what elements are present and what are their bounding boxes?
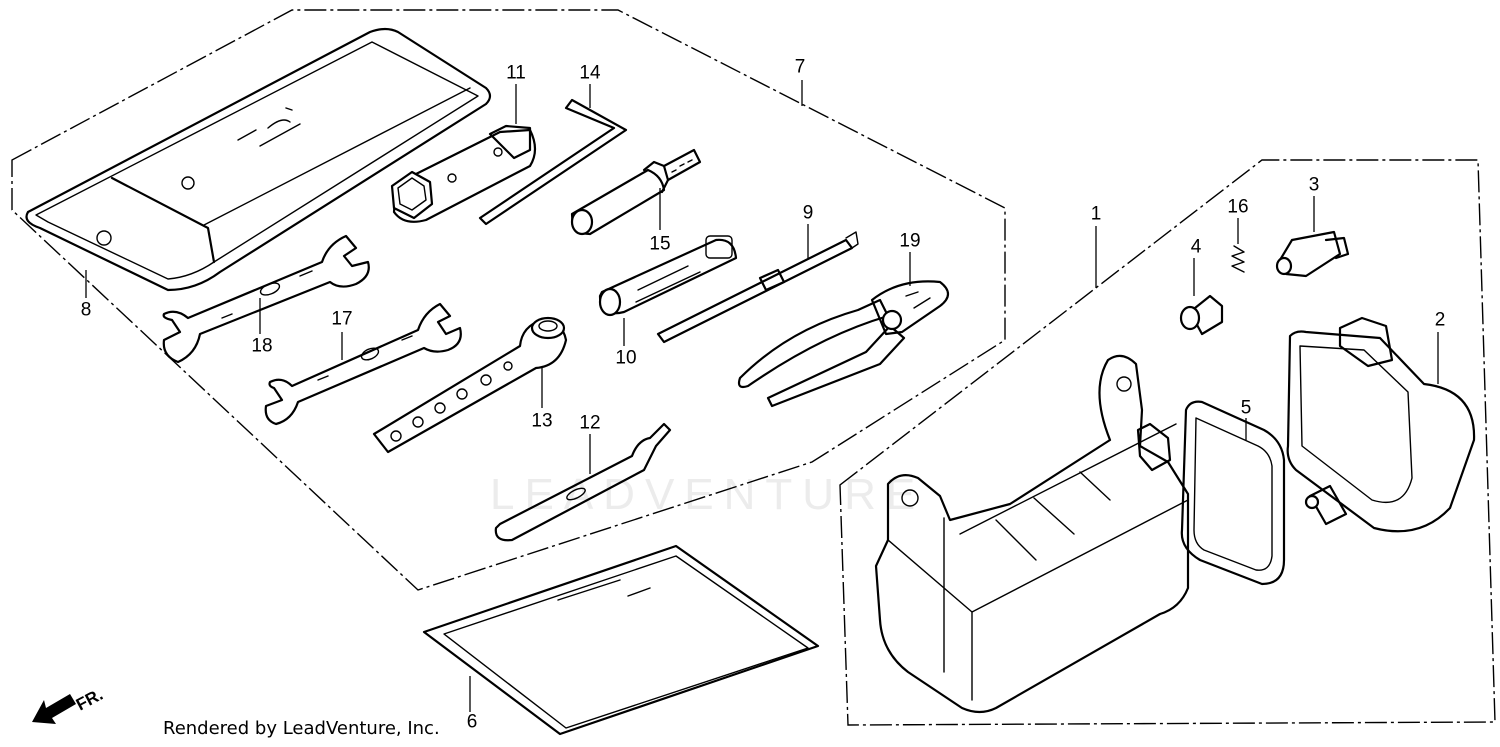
callout-9: 9: [802, 202, 814, 224]
tool-box-body: [874, 354, 1190, 714]
lock-4: [1179, 294, 1224, 336]
spanner-13: [372, 316, 568, 454]
wrench-18: [162, 234, 370, 364]
leader-lines: [85, 80, 1439, 712]
front-arrow: [32, 694, 76, 724]
callout-10: 10: [615, 347, 637, 369]
callout-8: 8: [80, 299, 92, 321]
callout-3: 3: [1308, 174, 1320, 196]
lock-3: [1275, 230, 1350, 278]
screwdriver-9: [656, 231, 859, 344]
render-credit: Rendered by LeadVenture, Inc.: [163, 718, 440, 739]
screwdriver-grip-10: [598, 235, 738, 317]
callout-7: 7: [794, 56, 806, 78]
lid-2: [1286, 316, 1476, 533]
callout-17: 17: [331, 308, 353, 330]
hook-spanner-12: [494, 422, 672, 542]
callout-13: 13: [531, 410, 553, 432]
pliers-19: [737, 280, 950, 408]
gasket-5: [1180, 400, 1286, 586]
callout-19: 19: [899, 230, 921, 252]
callout-1: 1: [1090, 203, 1102, 225]
manual-6: [422, 544, 820, 736]
callout-18: 18: [251, 335, 273, 357]
wrench-17: [264, 302, 462, 426]
callout-16: 16: [1227, 196, 1249, 218]
callout-5: 5: [1240, 397, 1252, 419]
tool-box-boundary: [839, 159, 1496, 726]
callout-2: 2: [1434, 309, 1446, 331]
callout-11: 11: [506, 62, 526, 84]
callout-14: 14: [579, 62, 601, 84]
watermark: LEADVENTURE: [490, 470, 926, 519]
plug-wrench-11: [390, 124, 537, 223]
handle-15: [570, 148, 702, 236]
callout-12: 12: [579, 412, 601, 434]
callout-6: 6: [466, 711, 478, 733]
callout-4: 4: [1190, 236, 1202, 258]
hex-key-14: [478, 98, 628, 226]
spring-16: [1231, 245, 1245, 273]
tool-kit-boundary: [11, 9, 1006, 591]
callout-15: 15: [649, 233, 671, 255]
tool-bag: [25, 27, 492, 292]
